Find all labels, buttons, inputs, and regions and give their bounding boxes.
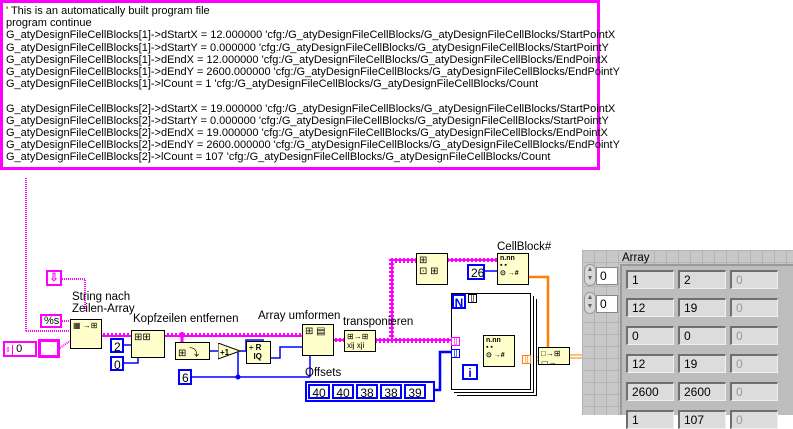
array-cell[interactable]: 107 [678, 410, 726, 429]
offsets-tunnel: [] [451, 349, 460, 358]
string-to-lines-node[interactable]: ▦ →⊞ [70, 319, 102, 349]
array-cell[interactable]: 0 [730, 270, 778, 289]
scan-string-icon: n.nn▪ ▪⊙ →# [500, 255, 519, 277]
array-cell[interactable]: 1 [626, 410, 674, 429]
array-cell[interactable]: 12 [626, 298, 674, 317]
offset-element[interactable]: 40 [332, 384, 354, 400]
array-cell[interactable]: 0 [730, 298, 778, 317]
loop-count-terminal: N [452, 294, 466, 310]
row-index-spinner[interactable]: ▲▼ [584, 264, 596, 286]
cellblock-width-constant[interactable]: 26 [467, 264, 485, 280]
wire-array-3 [334, 338, 346, 342]
scan-from-string-node-top[interactable]: n.nn▪ ▪⊙ →# [497, 253, 529, 285]
string-line: G_atyDesignFileCellBlocks[2]->dEndX = 19… [6, 126, 608, 139]
string-input-control[interactable] [38, 339, 60, 358]
string-line: G_atyDesignFileCellBlocks[1]->dStartY = … [6, 41, 609, 54]
string-to-lines-label: String nach Zeilen-Array [72, 291, 135, 315]
col-index-input[interactable]: 0 [596, 295, 618, 313]
reshape-icon: ⊞ ▤ [305, 326, 326, 337]
reshape-array-node[interactable]: ⊞ ▤ [302, 324, 334, 356]
string-line: ' This is an automatically built program… [6, 5, 210, 17]
columns-constant[interactable]: 6 [178, 369, 192, 385]
offset-element[interactable]: 39 [404, 384, 426, 400]
wire-cluster-top [528, 275, 550, 353]
scan-string-icon: n.nn▪ ▪⊙ →# [486, 337, 505, 359]
string-array-icon: ▦ →⊞ [73, 321, 98, 330]
header-rows-constant[interactable]: 2 [110, 338, 124, 354]
string-array-tunnel: [] [451, 337, 460, 346]
array-cell[interactable]: 1 [626, 270, 674, 289]
start-index-constant[interactable]: 0 [110, 356, 124, 372]
wire-array-top [389, 258, 416, 263]
array-cell[interactable]: 0 [730, 354, 778, 373]
build-array-node[interactable]: □→⊞▭→ [538, 347, 570, 367]
offset-element[interactable]: 38 [356, 384, 378, 400]
strip-header-node[interactable]: ⊞⊞ [131, 330, 165, 358]
spin-icon: ⇕ [5, 345, 13, 357]
reshape-label: Array umformen [258, 310, 341, 322]
strip-header-label: Kopfzeilen entfernen [133, 313, 239, 325]
wire-array-1 [101, 333, 131, 337]
array-label: Array [622, 252, 650, 264]
string-line: G_atyDesignFileCellBlocks[2]->dEndY = 26… [6, 139, 620, 152]
string-line: G_atyDesignFileCellBlocks[2]->dStartX = … [6, 102, 616, 115]
increment-icon: +1 [218, 343, 242, 360]
offset-element[interactable]: 38 [380, 384, 402, 400]
transpose-node[interactable]: ⊞→⊞xij xji [344, 330, 376, 352]
array-cell[interactable]: 19 [678, 354, 726, 373]
arrow-down-icon: ⇩ [49, 272, 59, 284]
quotient-remainder-icon: ÷ R IQ [249, 343, 262, 361]
wire-eol [62, 278, 86, 312]
wire-array-4 [376, 338, 451, 343]
array-cell[interactable]: 19 [678, 298, 726, 317]
array-cell[interactable]: 0 [678, 326, 726, 345]
array-cell[interactable]: 2 [678, 270, 726, 289]
string-line: G_atyDesignFileCellBlocks[2]->lCount = 1… [6, 151, 551, 164]
svg-text:+1: +1 [220, 348, 230, 357]
string-line: G_atyDesignFileCellBlocks[2]->dStartY = … [6, 114, 609, 127]
array-subset-icon: ⊞⊞ [134, 332, 151, 343]
array-cell[interactable]: 0 [730, 410, 778, 429]
output-tunnel: [] [522, 355, 531, 364]
string-line: G_atyDesignFileCellBlocks[1]->lCount = 1… [6, 78, 539, 91]
transpose-label: transponieren [343, 316, 414, 328]
quotient-remainder-node[interactable]: ÷ R IQ [246, 341, 271, 364]
array-size-node[interactable]: ⊞ ⤵ [175, 342, 210, 360]
string-line: program continue [6, 17, 92, 30]
loop-iteration-terminal: i [462, 364, 478, 380]
string-line: G_atyDesignFileCellBlocks[1]->dEndX = 12… [6, 53, 608, 66]
wire-array-up [389, 258, 394, 342]
wire-pink-input [59, 340, 71, 349]
index-input-control[interactable]: ⇕ 0 [3, 341, 37, 357]
array-cell[interactable]: 0 [730, 326, 778, 345]
scan-from-string-node-loop[interactable]: n.nn▪ ▪⊙ →# [483, 335, 515, 367]
array-cell[interactable]: 0 [730, 382, 778, 401]
row-index-input[interactable]: 0 [596, 267, 618, 285]
wire-array-2 [164, 333, 304, 337]
array-cell[interactable]: 2600 [678, 382, 726, 401]
offset-element[interactable]: 40 [308, 384, 330, 400]
end-of-line-constant[interactable]: ⇩ [46, 270, 62, 286]
string-line: G_atyDesignFileCellBlocks[1]->dStartX = … [6, 29, 616, 42]
index-array-node[interactable]: ⊞⊡ ⊞ [416, 253, 448, 285]
cellblock-label: CellBlock# [497, 241, 552, 253]
col-index-spinner[interactable]: ▲▼ [584, 292, 596, 314]
offsets-label: Offsets [305, 367, 342, 379]
array-cell[interactable]: 12 [626, 354, 674, 373]
array-size-icon: ⊞ ⤵ [178, 348, 200, 359]
count-tunnel: [] [468, 294, 477, 303]
index-array-icon: ⊞⊡ ⊞ [419, 255, 439, 277]
for-loop[interactable]: N [] [] [] i n.nn▪ ▪⊙ →# [] [451, 293, 531, 390]
offsets-array-constant[interactable]: 40 40 38 38 39 [305, 381, 435, 402]
wire-array-top2 [448, 258, 498, 262]
array-cell[interactable]: 0 [626, 326, 674, 345]
format-string-constant[interactable]: %s [40, 314, 62, 328]
build-array-icon: □→⊞▭→ [541, 349, 561, 367]
transpose-icon: ⊞→⊞xij xji [347, 332, 369, 350]
program-string-constant[interactable]: ' This is an automatically built program… [0, 0, 620, 170]
string-line: G_atyDesignFileCellBlocks[1]->dEndY = 26… [6, 65, 620, 78]
array-cell[interactable]: 2600 [626, 382, 674, 401]
